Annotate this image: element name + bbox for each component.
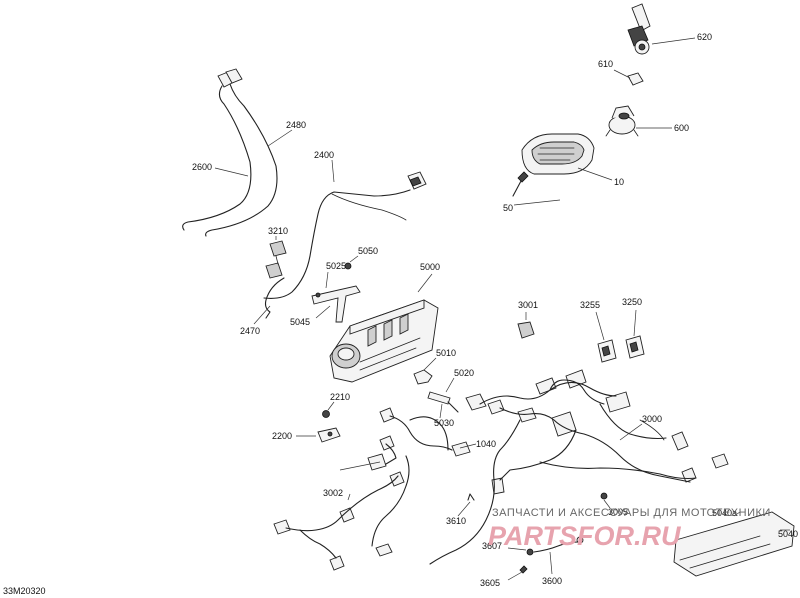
sensor-5020 — [427, 391, 459, 413]
label-3002: 3002 — [323, 488, 343, 498]
leader-5040a — [733, 511, 741, 517]
label-3210: 3210 — [268, 226, 288, 236]
label-3605: 3605 — [480, 578, 500, 588]
label-610: 610 — [598, 59, 613, 69]
leader-10 — [577, 167, 613, 181]
label-3005: 3005 — [608, 507, 628, 517]
leader-3000 — [619, 423, 643, 441]
clip-3610 — [467, 493, 475, 501]
clip-3005 — [600, 492, 608, 500]
relay-3250 — [625, 335, 645, 359]
leader-2480 — [267, 129, 293, 147]
label-3001: 3001 — [518, 300, 538, 310]
leader-2400 — [331, 159, 335, 183]
leader-5025 — [325, 271, 329, 289]
bolt-5050 — [344, 262, 352, 270]
leader-1040-a — [339, 461, 381, 471]
bracket-5045 — [311, 285, 361, 323]
relay-3255 — [597, 339, 617, 363]
label-2470: 2470 — [240, 326, 260, 336]
label-10: 10 — [614, 177, 624, 187]
label-3610: 3610 — [446, 516, 466, 526]
ignition-switch-part — [605, 105, 639, 137]
harness-2400 — [263, 171, 427, 299]
sensor-2200 — [317, 427, 341, 443]
harness-2470 — [264, 277, 285, 319]
ground-cable-3600 — [519, 536, 584, 574]
leader-610 — [613, 69, 631, 79]
harness-1040 — [367, 407, 471, 471]
leader-5000 — [417, 273, 433, 293]
label-5010: 5010 — [436, 348, 456, 358]
leader-5020 — [445, 377, 455, 393]
label-2200: 2200 — [272, 431, 292, 441]
key-ring-part — [627, 72, 644, 86]
label-5030: 5030 — [434, 418, 454, 428]
watermark-logo: PARTSFOR.RU — [488, 521, 682, 551]
main-harness-3000 — [429, 369, 729, 565]
leader-50 — [513, 199, 561, 206]
leader-2210 — [327, 401, 335, 411]
leader-1040 — [459, 443, 477, 449]
leader-5045 — [315, 305, 331, 319]
leader-3002 — [347, 493, 351, 501]
leader-5030 — [439, 403, 443, 419]
screw-part — [512, 171, 529, 197]
label-1040: 1040 — [476, 439, 496, 449]
label-5025: 5025 — [326, 261, 346, 271]
label-5045: 5045 — [290, 317, 310, 327]
leader-2470 — [253, 305, 271, 325]
ignition-key-part — [627, 3, 651, 55]
label-3607: 3607 — [482, 541, 502, 551]
connector-3210 — [265, 240, 287, 279]
diagram-code: 33M20320 — [3, 586, 46, 596]
label-5040: 5040 — [778, 529, 798, 539]
label-5000: 5000 — [420, 262, 440, 272]
leader-5010 — [423, 357, 437, 371]
harness-2600 — [182, 68, 278, 237]
leader-2600 — [214, 167, 249, 177]
label-5040a: 5040a — [712, 508, 737, 518]
gauge-display-part — [521, 133, 595, 175]
label-2480: 2480 — [286, 120, 306, 130]
battery-tray-5040 — [673, 511, 795, 577]
leader-3600 — [549, 551, 553, 575]
label-600: 600 — [674, 123, 689, 133]
leader-5050 — [349, 255, 359, 263]
label-5020: 5020 — [454, 368, 474, 378]
leader-620 — [651, 37, 696, 45]
leader-3250 — [633, 309, 637, 337]
label-3000: 3000 — [642, 414, 662, 424]
leader-3005 — [603, 499, 611, 509]
relay-3001 — [517, 321, 535, 339]
leader-3255 — [595, 311, 605, 341]
label-3255: 3255 — [580, 300, 600, 310]
label-620: 620 — [697, 32, 712, 42]
label-3600: 3600 — [542, 576, 562, 586]
watermark-text: ЗАПЧАСТИ И АКСЕССУАРЫ ДЛЯ МОТОТЕХНИКИ — [492, 507, 771, 519]
ecu-module-5000 — [329, 299, 439, 383]
label-5050: 5050 — [358, 246, 378, 256]
harness-3002 — [273, 455, 410, 571]
label-2210: 2210 — [330, 392, 350, 402]
clip-5010 — [413, 369, 433, 385]
label-50: 50 — [503, 203, 513, 213]
label-2400: 2400 — [314, 150, 334, 160]
nut-2210 — [322, 410, 330, 418]
leader-3610 — [457, 501, 471, 517]
leader-3605 — [507, 571, 523, 581]
leader-3607 — [507, 547, 527, 551]
label-3250: 3250 — [622, 297, 642, 307]
label-2600: 2600 — [192, 162, 212, 172]
